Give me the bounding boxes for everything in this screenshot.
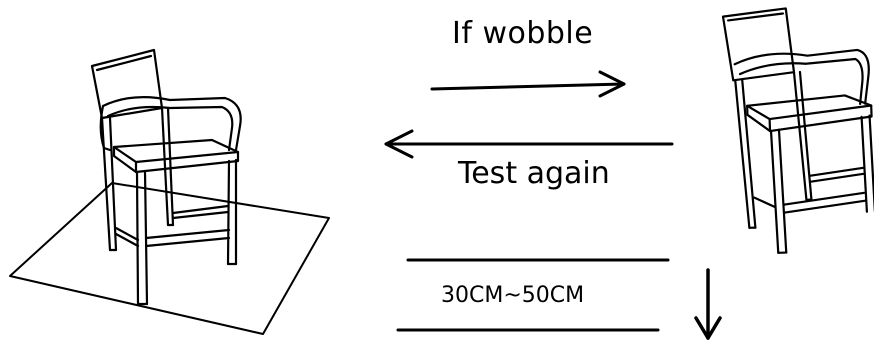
flat-surface <box>9 182 330 335</box>
left-arrow-icon <box>384 129 674 159</box>
distance-label: 30CM~50CM <box>441 283 585 308</box>
test-again-label: Test again <box>458 156 610 191</box>
lifted-chair-icon <box>721 7 874 254</box>
distance-reference-lines <box>396 258 670 332</box>
if-wobble-label: If wobble <box>452 16 594 51</box>
chair-on-surface-icon <box>90 48 242 306</box>
down-arrow-icon <box>694 268 722 340</box>
right-arrow-icon <box>430 70 626 98</box>
